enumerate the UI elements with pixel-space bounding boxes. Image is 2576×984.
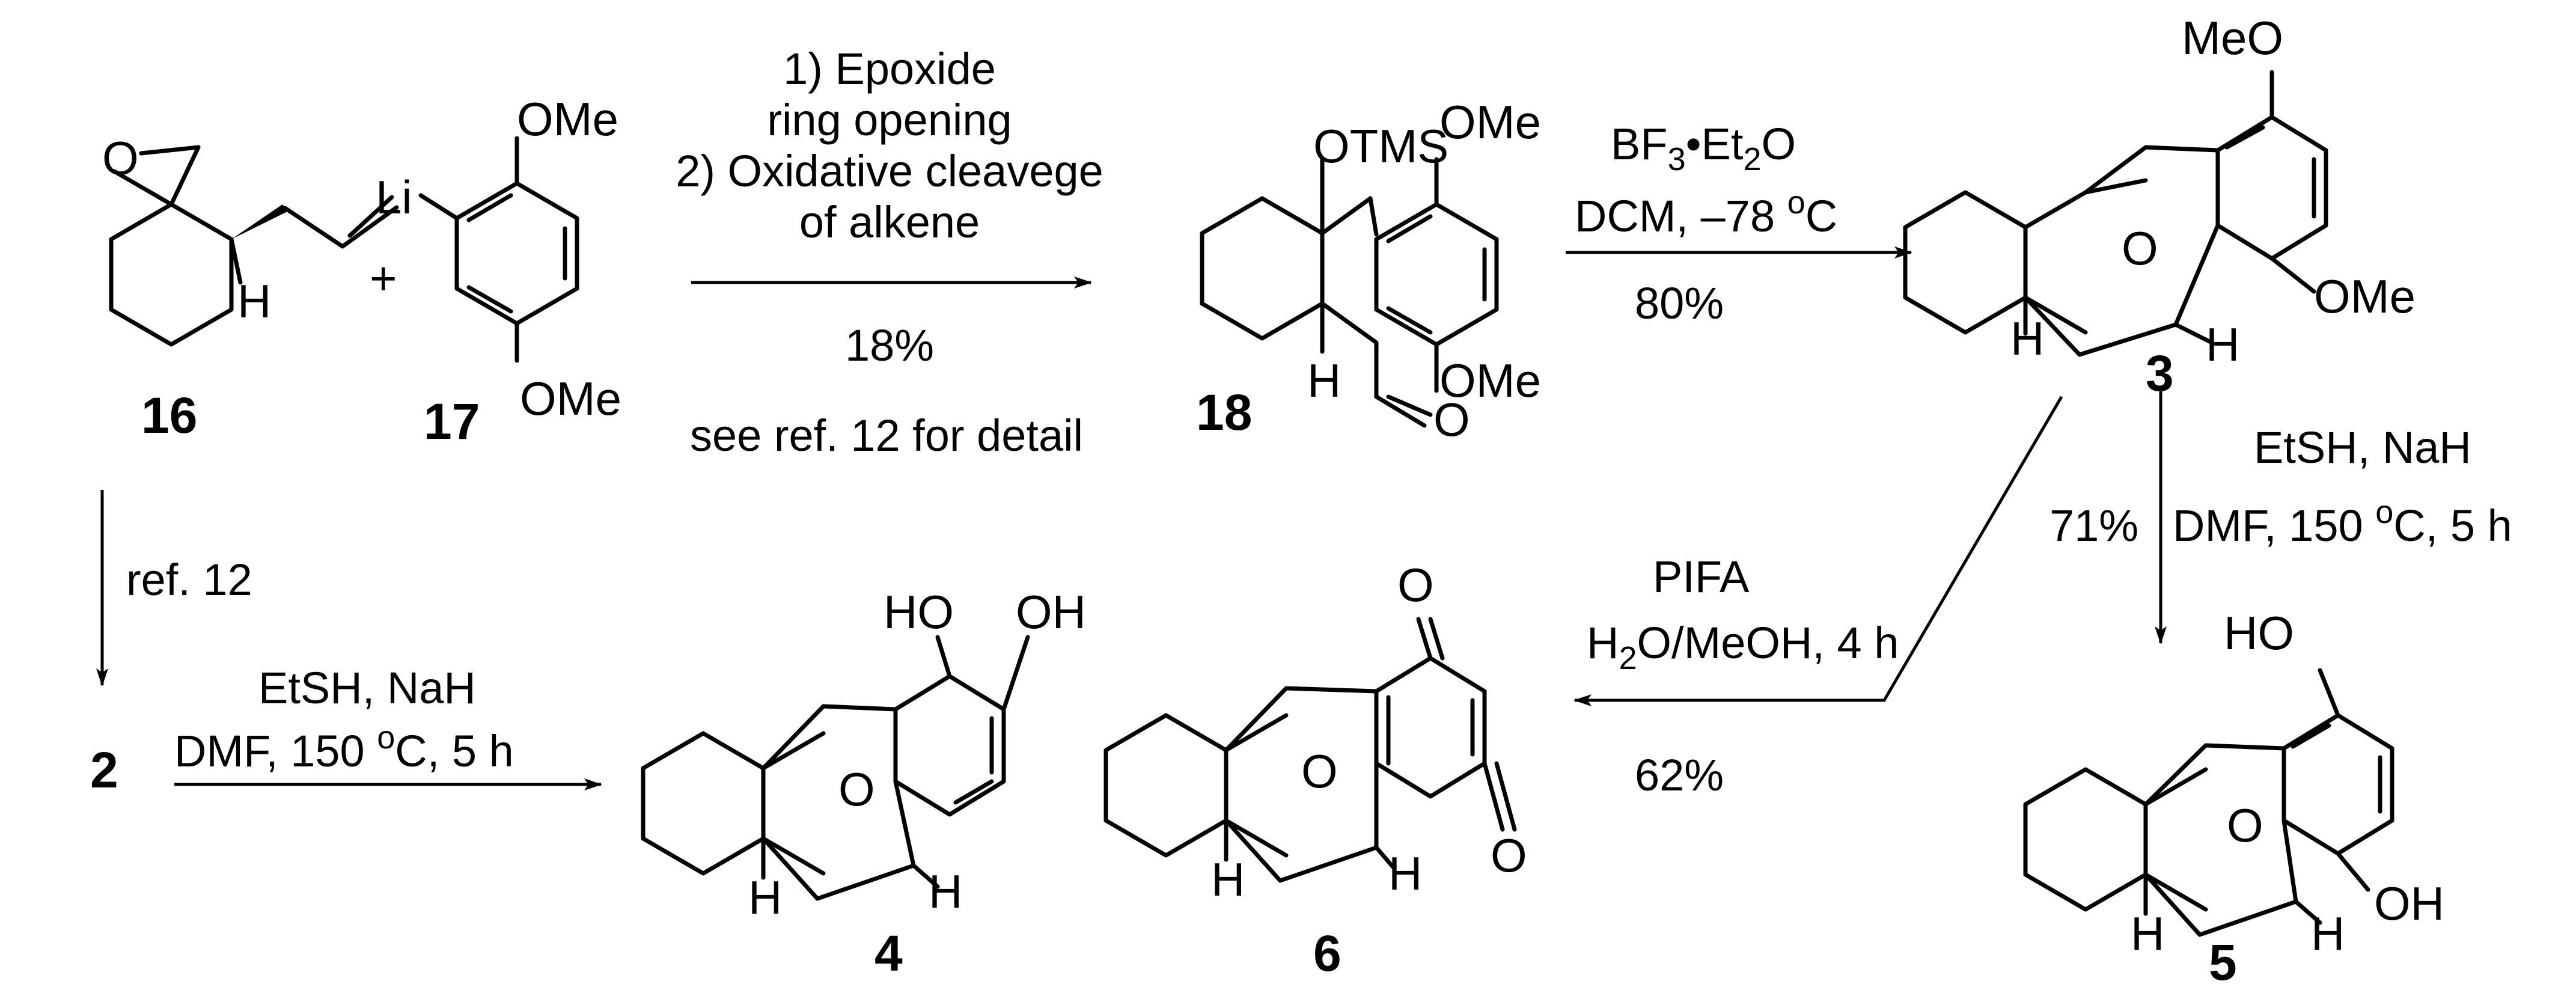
- atom-H: H: [1307, 354, 1341, 407]
- atom-HO: HO: [884, 585, 954, 638]
- atom-OH: OH: [2374, 877, 2444, 930]
- cond-line-1: 1) Epoxide: [783, 44, 996, 94]
- compound-4: HO OH O H H 4: [641, 585, 1086, 982]
- cond-pifa: PIFA: [1653, 552, 1750, 602]
- arrow-step-2: BF3•Et2O DCM, –78 oC 80%: [1566, 119, 1912, 328]
- arrow-step-6: PIFA H2O/MeOH, 4 h 62%: [1573, 396, 2063, 800]
- atom-H-right: H: [2311, 907, 2345, 960]
- yield-62: 62%: [1635, 750, 1724, 800]
- plus-sign: +: [370, 252, 397, 305]
- cond-etsh-nah: EtSH, NaH: [2254, 423, 2471, 472]
- cond-bf3: BF3•Et2O: [1611, 119, 1796, 177]
- arrow-step-3: EtSH, NaH DMF, 150 oC, 5 h 71%: [2050, 391, 2512, 644]
- compound-label-17: 17: [424, 393, 480, 450]
- atom-H-right: H: [1388, 847, 1422, 900]
- arrow-step-1: 1) Epoxide ring opening 2) Oxidative cle…: [676, 44, 1103, 460]
- atom-O-aldehyde: O: [1433, 393, 1470, 446]
- atom-H-left: H: [1211, 853, 1245, 906]
- atom-O-top: O: [1397, 558, 1434, 611]
- atom-H-left: H: [748, 871, 782, 924]
- atom-OMe-bottom: OMe: [1439, 354, 1541, 407]
- atom-HO: HO: [2224, 607, 2294, 659]
- atom-O-bottom: O: [1491, 829, 1527, 882]
- arrow-step-5: EtSH, NaH DMF, 150 oC, 5 h: [174, 663, 602, 790]
- cond-line-4: of alkene: [799, 197, 980, 247]
- atom-OH: OH: [1016, 585, 1086, 638]
- cond-dmf-2: DMF, 150 oC, 5 h: [174, 720, 514, 776]
- atom-O-bridge: O: [838, 763, 875, 816]
- cond-line-2: ring opening: [767, 95, 1012, 145]
- atom-O-bridge: O: [2227, 799, 2263, 852]
- yield-80: 80%: [1635, 278, 1724, 328]
- atom-OMe: OMe: [2314, 270, 2416, 323]
- compound-label-18: 18: [1196, 384, 1252, 441]
- atom-O-bridge: O: [1301, 745, 1338, 798]
- compound-17: Li OMe OMe 17: [376, 93, 621, 450]
- compound-label-16: 16: [141, 387, 197, 444]
- atom-H-right: H: [929, 865, 962, 918]
- cond-ref12: ref. 12: [126, 555, 252, 605]
- atom-H-left: H: [2010, 312, 2044, 365]
- cond-h2o-meoh: H2O/MeOH, 4 h: [1587, 618, 1899, 676]
- atom-OTMS: OTMS: [1313, 120, 1448, 173]
- atom-H-right: H: [2206, 318, 2239, 371]
- compound-label-5: 5: [2209, 934, 2237, 984]
- ref-note: see ref. 12 for detail: [690, 411, 1083, 460]
- cond-line-3: 2) Oxidative cleavege: [676, 146, 1103, 196]
- yield-18: 18%: [845, 320, 934, 370]
- compound-label-2: 2: [90, 742, 118, 798]
- compound-18: OTMS OMe OMe H O 18: [1196, 96, 1541, 446]
- yield-71: 71%: [2050, 501, 2138, 551]
- atom-Li: Li: [376, 171, 412, 224]
- atom-OMe-top: OMe: [517, 93, 618, 145]
- atom-OMe-bottom: OMe: [520, 372, 621, 425]
- atom-O-bridge: O: [2122, 222, 2158, 275]
- cond-dcm: DCM, –78 oC: [1575, 185, 1837, 241]
- compound-5: HO OH O H H 5: [2023, 607, 2444, 984]
- atom-MeO: MeO: [2182, 11, 2283, 64]
- atom-OMe-top: OMe: [1439, 96, 1541, 148]
- cond-etsh-nah-2: EtSH, NaH: [258, 663, 476, 713]
- compound-label-4: 4: [874, 925, 903, 982]
- atom-H-left: H: [2131, 907, 2164, 960]
- atom-O: O: [102, 132, 139, 185]
- cond-dmf: DMF, 150 oC, 5 h: [2173, 494, 2512, 551]
- compound-label-6: 6: [1313, 925, 1341, 982]
- compound-16: O H 16: [102, 132, 399, 444]
- arrow-step-4: ref. 12: [96, 490, 252, 686]
- compound-6: O O O H H 6: [1103, 558, 1527, 982]
- atom-H: H: [237, 275, 271, 328]
- compound-3: MeO OMe O H H 3: [1903, 11, 2416, 402]
